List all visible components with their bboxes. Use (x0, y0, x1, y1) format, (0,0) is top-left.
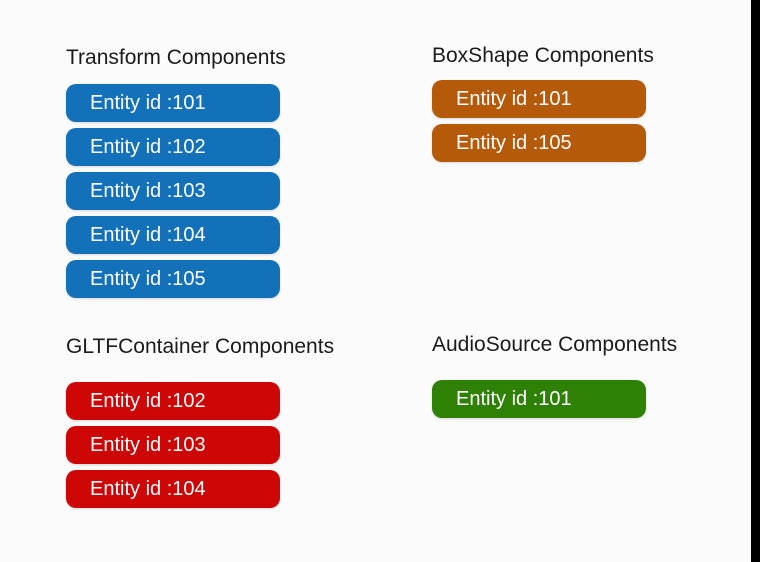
screen-edge-bar (751, 0, 760, 562)
entity-button[interactable]: Entity id :101 (432, 80, 646, 118)
entity-list: Entity id :101 (432, 380, 677, 418)
entity-button[interactable]: Entity id :104 (66, 470, 280, 508)
section-title: BoxShape Components (432, 44, 654, 67)
entity-button[interactable]: Entity id :101 (432, 380, 646, 418)
entity-button[interactable]: Entity id :102 (66, 382, 280, 420)
entity-button[interactable]: Entity id :103 (66, 426, 280, 464)
entity-button[interactable]: Entity id :105 (432, 124, 646, 162)
section-title: AudioSource Components (432, 333, 678, 356)
entity-button[interactable]: Entity id :101 (66, 84, 280, 122)
entity-button[interactable]: Entity id :105 (66, 260, 280, 298)
entity-button[interactable]: Entity id :102 (66, 128, 280, 166)
section-audiosource-components: AudioSource Components Entity id :101 (432, 332, 677, 424)
entity-button[interactable]: Entity id :103 (66, 172, 280, 210)
section-title: Transform Components (66, 46, 286, 69)
section-title: GLTFContainer Components (66, 335, 335, 358)
entity-button[interactable]: Entity id :104 (66, 216, 280, 254)
